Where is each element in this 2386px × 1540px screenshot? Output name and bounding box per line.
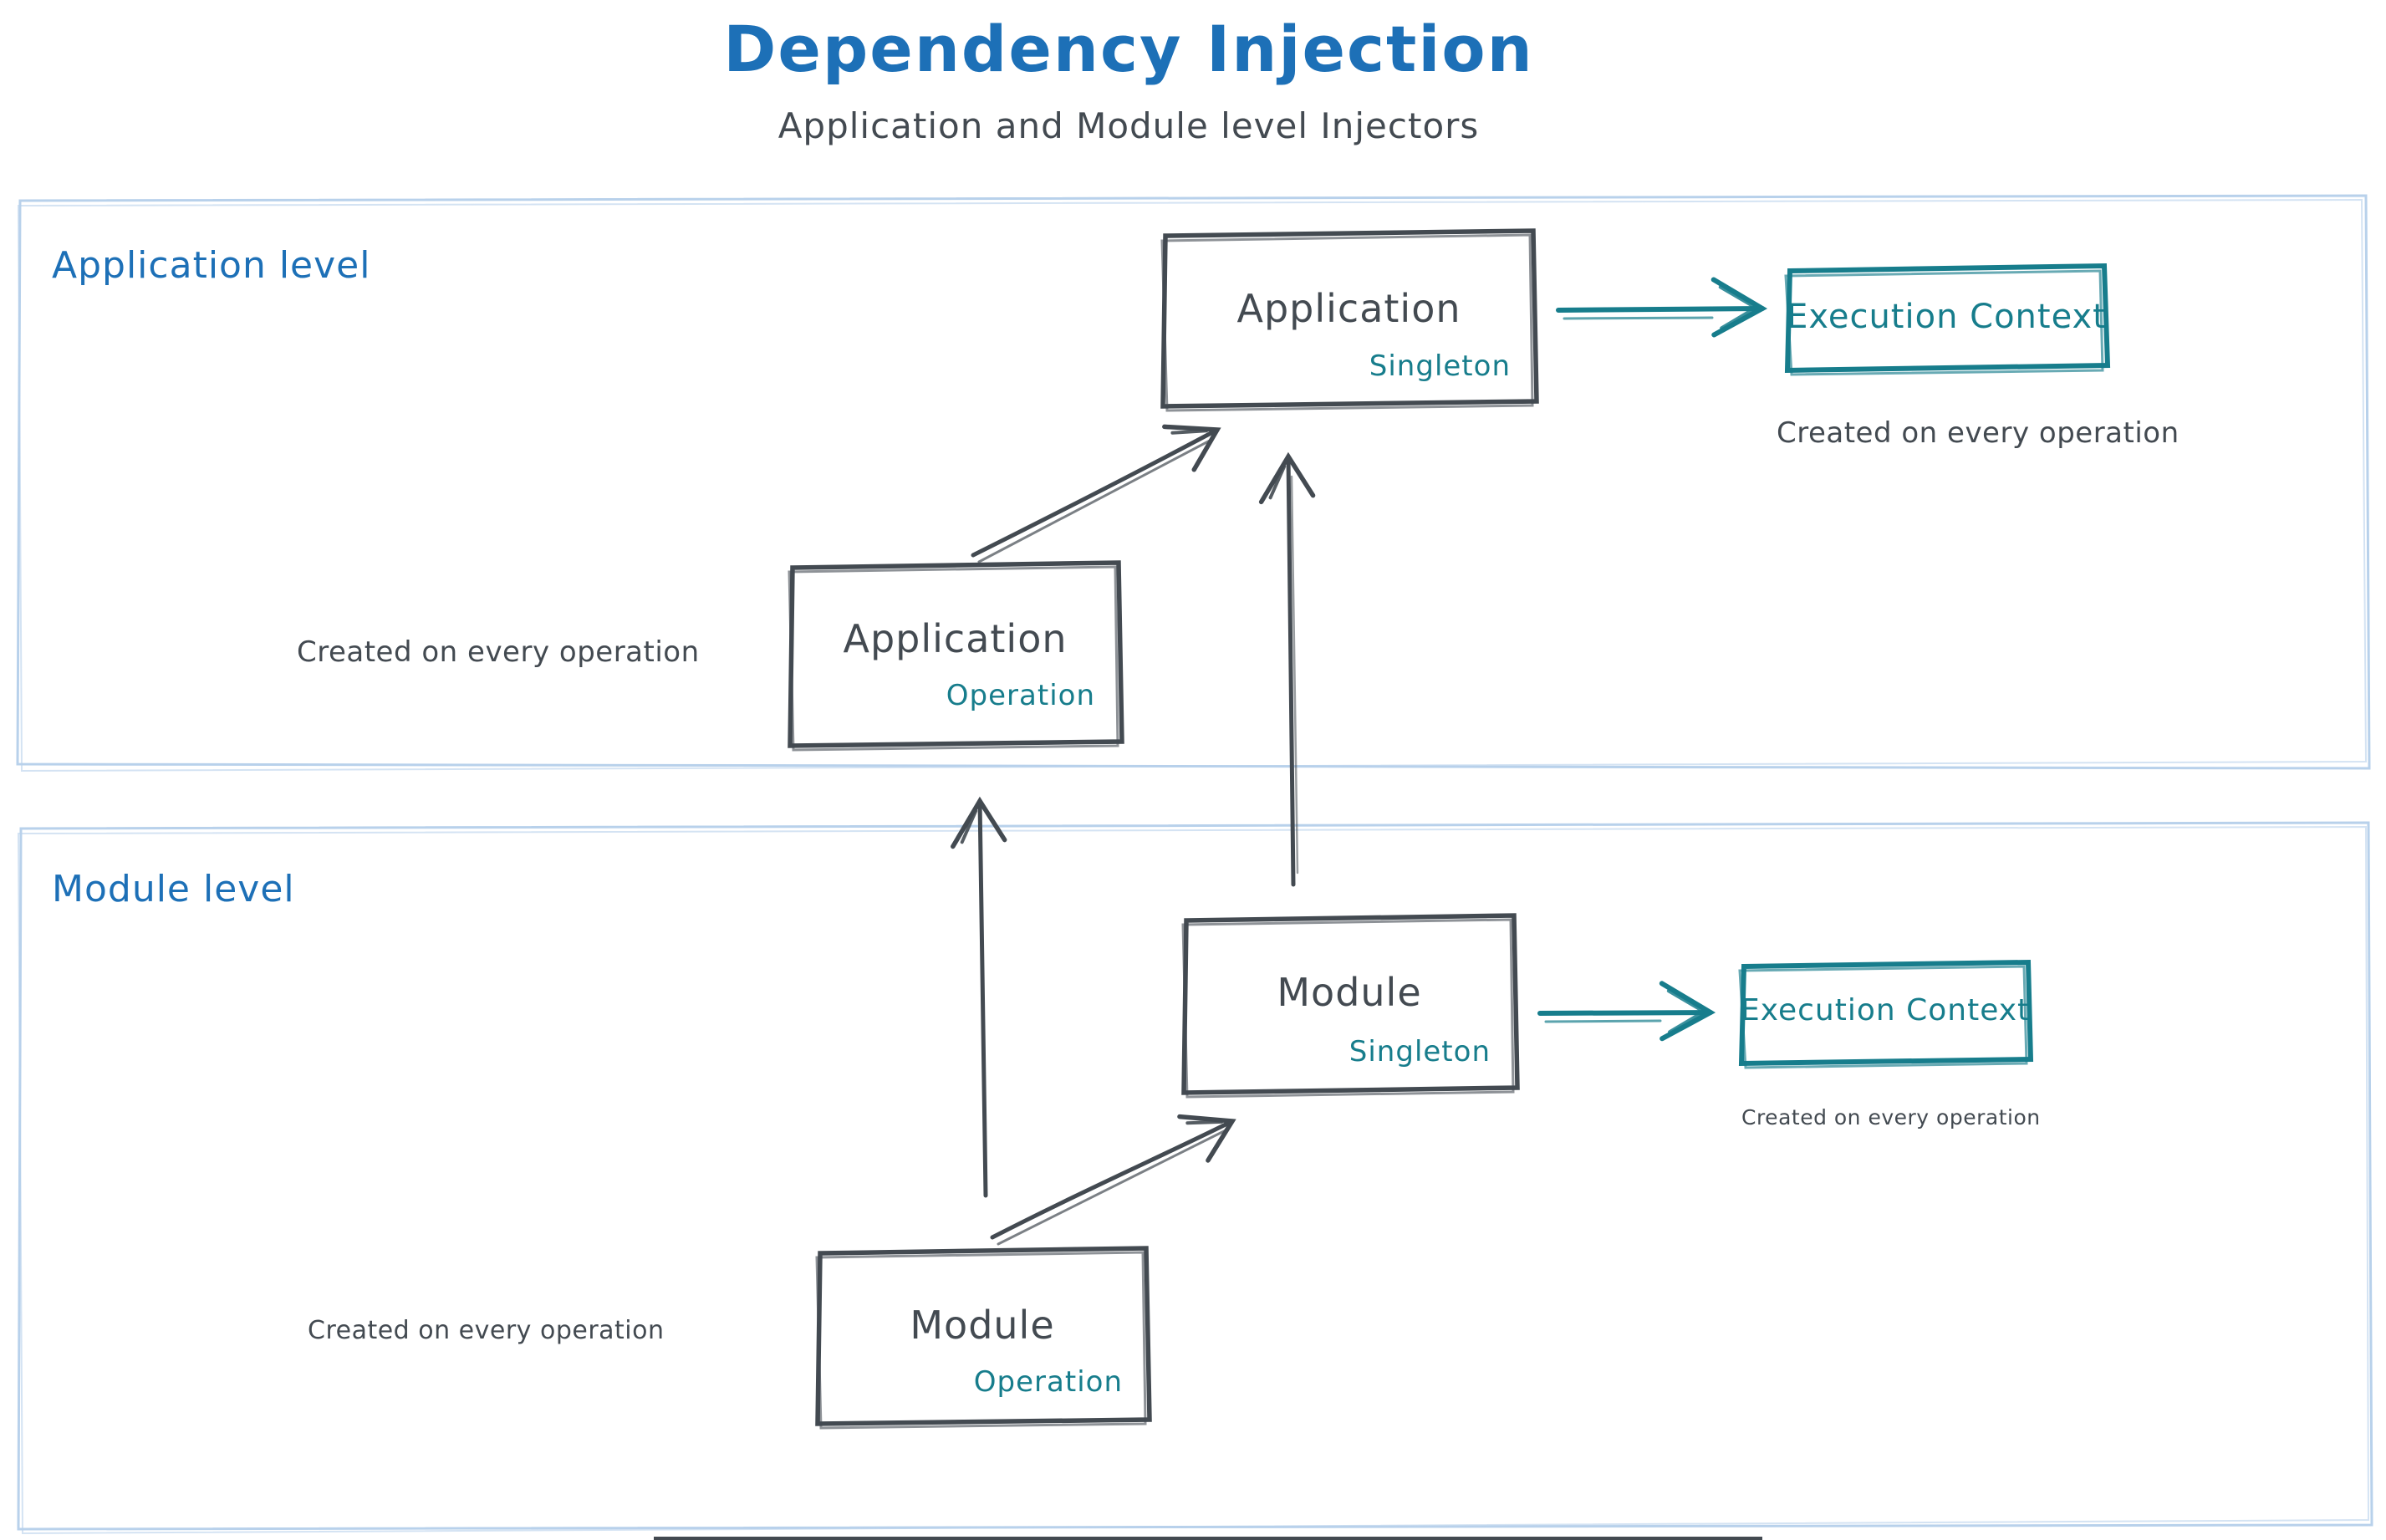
diagram-subtitle: Application and Module level Injectors	[777, 105, 1480, 146]
app-operation-box	[788, 560, 1124, 752]
app-execution-context-label: Execution Context	[1787, 298, 2107, 336]
module-operation-box	[815, 1246, 1152, 1430]
module-execution-context-label: Execution Context	[1741, 993, 2031, 1028]
module-level-label: Module level	[52, 868, 295, 910]
module-level-container	[17, 821, 2373, 1535]
arrow-module-singleton-to-execution-context	[1537, 981, 1716, 1042]
diagram-title: Dependency Injection	[723, 12, 1534, 86]
app-operation-scope: Operation	[946, 679, 1095, 712]
app-operation-name: Application	[843, 616, 1068, 661]
module-operation-scope: Operation	[973, 1365, 1123, 1399]
app-operation-note: Created on every operation	[297, 635, 700, 669]
arrow-app-operation-to-app-singleton	[971, 424, 1221, 563]
module-singleton-name: Module	[1277, 970, 1422, 1015]
module-singleton-scope: Singleton	[1348, 1035, 1491, 1068]
arrow-module-operation-to-app-operation	[951, 796, 1007, 1198]
application-level-label: Application level	[52, 244, 371, 287]
application-level-container	[16, 194, 2371, 773]
app-singleton-box	[1160, 228, 1539, 412]
app-execution-context-note: Created on every operation	[1777, 416, 2180, 450]
arrow-module-singleton-to-app-singleton	[1258, 451, 1316, 887]
module-execution-context-box	[1738, 959, 2034, 1069]
app-execution-context-box	[1784, 263, 2111, 376]
module-operation-note: Created on every operation	[308, 1316, 665, 1345]
module-operation-name: Module	[910, 1303, 1055, 1348]
arrow-app-singleton-to-execution-context	[1556, 277, 1768, 338]
arrow-module-operation-to-module-singleton	[990, 1114, 1236, 1246]
module-execution-context-note: Created on every operation	[1741, 1105, 2041, 1130]
module-singleton-box	[1181, 913, 1520, 1099]
app-singleton-scope: Singleton	[1369, 349, 1511, 383]
app-singleton-name: Application	[1236, 286, 1461, 331]
